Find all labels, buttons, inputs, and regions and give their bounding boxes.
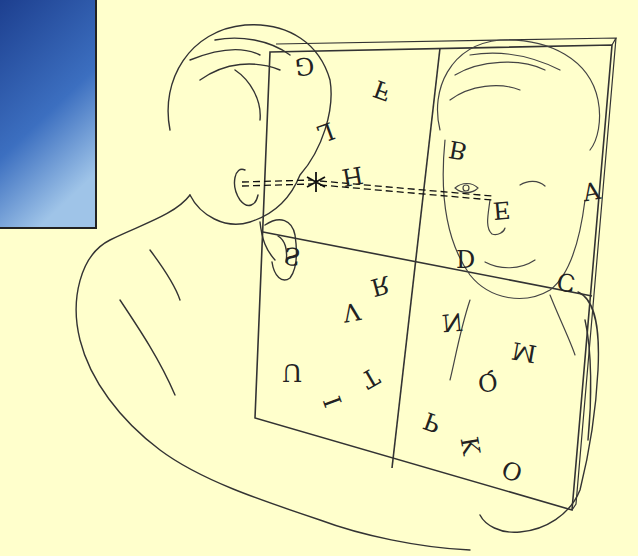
glass-letter: S bbox=[283, 243, 301, 268]
glass-letter: B bbox=[447, 137, 469, 164]
glass-letter: M bbox=[510, 338, 538, 366]
face-reflection bbox=[438, 40, 600, 380]
glass-letter: C bbox=[555, 269, 577, 296]
glass-letter: O bbox=[498, 457, 525, 486]
glass-letter: U bbox=[282, 360, 302, 384]
glass-letter: T bbox=[357, 364, 383, 393]
glass-letter: P bbox=[420, 408, 443, 436]
sight-line bbox=[242, 180, 492, 200]
glass-letter: D bbox=[456, 246, 475, 270]
glass-letter: N bbox=[441, 309, 464, 335]
glass-letter: R bbox=[368, 272, 392, 300]
glass-letter: E bbox=[492, 197, 512, 222]
panel-frame bbox=[0, 0, 96, 228]
glass-letter: A bbox=[581, 179, 602, 206]
glass-plate bbox=[255, 38, 616, 510]
glass-letter: I bbox=[319, 393, 345, 410]
glass-letter: K bbox=[457, 435, 484, 457]
glass-letter: L bbox=[314, 118, 337, 146]
glass-letter: G bbox=[294, 53, 315, 79]
glass-letter: V bbox=[341, 299, 362, 326]
glass-letter: Q bbox=[477, 369, 499, 395]
boy-figure bbox=[76, 25, 598, 550]
blue-panel bbox=[0, 0, 96, 228]
asterisk-mark bbox=[307, 172, 325, 192]
glass-letter: F bbox=[370, 76, 394, 104]
glass-letter: H bbox=[340, 162, 365, 189]
